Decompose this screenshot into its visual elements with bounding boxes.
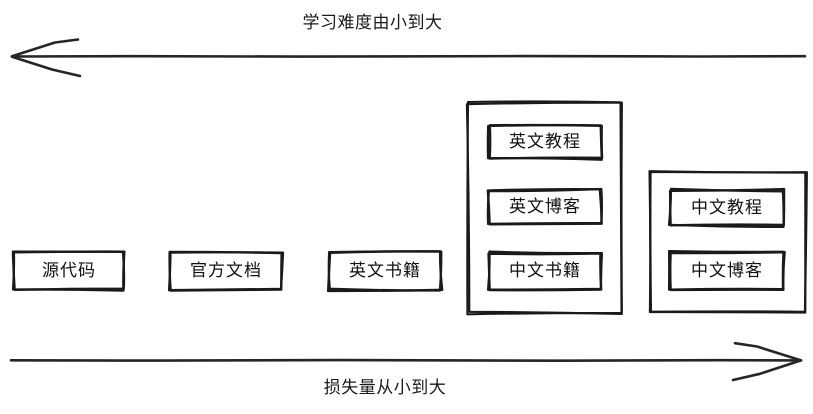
- node-label: 英文博客: [509, 196, 581, 217]
- node-chinese-tutorial[interactable]: 中文教程: [667, 187, 786, 228]
- node-label: 中文教程: [691, 197, 763, 218]
- node-label: 官方文档: [190, 260, 262, 281]
- node-english-books[interactable]: 英文书籍: [326, 250, 444, 293]
- arrow-left-icon: [10, 38, 807, 78]
- node-label: 中文博客: [691, 260, 763, 281]
- node-english-blog[interactable]: 英文博客: [486, 187, 603, 226]
- node-label: 中文书籍: [509, 260, 581, 281]
- axis-top-label: 学习难度由小到大: [302, 13, 443, 33]
- axis-bottom-label: 损失量从小到大: [323, 378, 447, 398]
- node-chinese-blog[interactable]: 中文博客: [667, 249, 786, 292]
- node-label: 源代码: [42, 260, 96, 281]
- node-source-code[interactable]: 源代码: [11, 250, 126, 292]
- node-label: 英文教程: [509, 131, 581, 152]
- node-official-docs[interactable]: 官方文档: [167, 250, 285, 292]
- node-chinese-books[interactable]: 中文书籍: [486, 250, 604, 292]
- axis-top-arrow: [10, 38, 807, 78]
- node-english-tutorial[interactable]: 英文教程: [486, 123, 604, 161]
- node-label: 英文书籍: [349, 260, 421, 281]
